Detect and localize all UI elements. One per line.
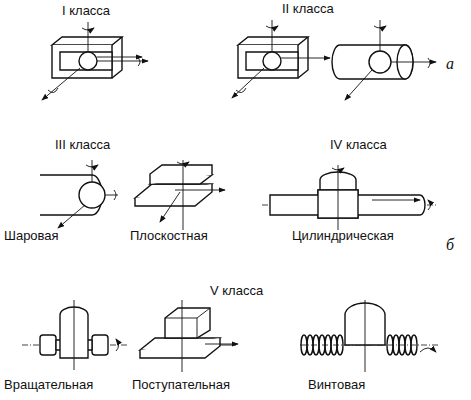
pair-name: Поступательная — [132, 378, 230, 392]
class-5-pairs — [22, 300, 440, 372]
group-letter: б — [446, 236, 454, 254]
pair-name: Шаровая — [4, 229, 59, 243]
class-2-pairs — [232, 20, 436, 100]
class-heading: IV класса — [330, 138, 387, 152]
pair-name: Винтовая — [308, 378, 365, 392]
class-heading: V класса — [210, 284, 263, 298]
class-heading: II класса — [282, 2, 334, 16]
class-heading: III класса — [55, 138, 110, 152]
group-letter: а — [446, 55, 454, 73]
pair-name: Плоскостная — [130, 229, 208, 243]
class-4-pair — [262, 165, 436, 230]
class-3-pairs — [40, 160, 225, 230]
class-1-pair — [42, 22, 148, 100]
pair-name: Цилиндрическая — [292, 229, 394, 243]
class-heading: I класса — [62, 4, 110, 18]
pair-name: Вращательная — [4, 378, 93, 392]
